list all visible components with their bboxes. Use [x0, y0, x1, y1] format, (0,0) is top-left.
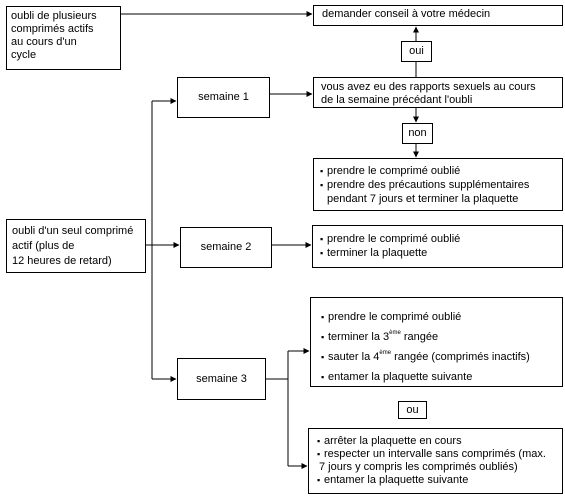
week3-box: semaine 3 [177, 358, 266, 400]
week3-option-a-item: terminer la 3ème rangée [321, 327, 552, 347]
single-missed-box: oubli d'un seul comprimé actif (plus de … [6, 219, 146, 273]
oui-label: oui [409, 45, 424, 57]
multi-missed-line: comprimés actifs [11, 23, 94, 35]
single-missed-line: oubli d'un seul comprimé [12, 225, 134, 237]
doctor-box: demander conseil à votre médecin [313, 5, 563, 26]
week3-option-a-item: entamer la plaquette suivante [321, 367, 552, 387]
multi-missed-box: oubli de plusieurs comprimés actifs au c… [6, 6, 121, 70]
week1-actions-box: prendre le comprimé oublié prendre des p… [313, 158, 563, 211]
multi-missed-line: au cours d'un [11, 36, 77, 48]
oui-box: oui [401, 41, 432, 62]
week3-option-b-item: 7 jours y compris les comprimés oubliés) [319, 461, 518, 473]
week2-label: semaine 2 [200, 241, 252, 253]
non-label: non [408, 127, 427, 139]
week3-option-a-box: prendre le comprimé oublié terminer la 3… [310, 297, 563, 387]
week2-actions-box: prendre le comprimé oublié terminer la p… [312, 225, 563, 268]
week2-action-item: terminer la plaquette [320, 246, 555, 260]
week3-option-b-item: arrêter la plaquette en cours [317, 435, 554, 448]
ou-box: ou [398, 401, 427, 419]
week1-label: semaine 1 [198, 91, 249, 103]
week1-box: semaine 1 [177, 77, 270, 118]
week3-option-b-item: entamer la plaquette suivante [317, 474, 554, 487]
multi-missed-line: cycle [11, 49, 37, 61]
week2-box: semaine 2 [180, 227, 272, 268]
single-missed-line: 12 heures de retard) [12, 255, 112, 267]
week1-action-item: prendre des précautions supplémentaires [320, 178, 556, 192]
week1-action-item: prendre le comprimé oublié [320, 164, 556, 178]
ou-label: ou [406, 403, 419, 416]
week3-option-b-box: arrêter la plaquette en cours respecter … [308, 428, 563, 494]
question-line: vous avez eu des rapports sexuels au cou… [321, 81, 536, 93]
week1-action-item: pendant 7 jours et terminer la plaquette [327, 193, 519, 205]
week3-option-a-item: prendre le comprimé oublié [321, 307, 552, 327]
week3-option-b-item: respecter un intervalle sans comprimés (… [317, 448, 554, 461]
question-box: vous avez eu des rapports sexuels au cou… [313, 77, 563, 108]
question-line: de la semaine précédant l'oubli [321, 94, 473, 106]
doctor-label: demander conseil à votre médecin [322, 8, 491, 20]
single-missed-line: actif (plus de [12, 240, 75, 252]
week3-label: semaine 3 [196, 372, 247, 385]
multi-missed-line: oubli de plusieurs [11, 10, 97, 22]
non-box: non [402, 123, 433, 144]
week3-option-a-item: sauter la 4ème rangée (comprimés inactif… [321, 347, 552, 367]
week2-action-item: prendre le comprimé oublié [320, 232, 555, 246]
